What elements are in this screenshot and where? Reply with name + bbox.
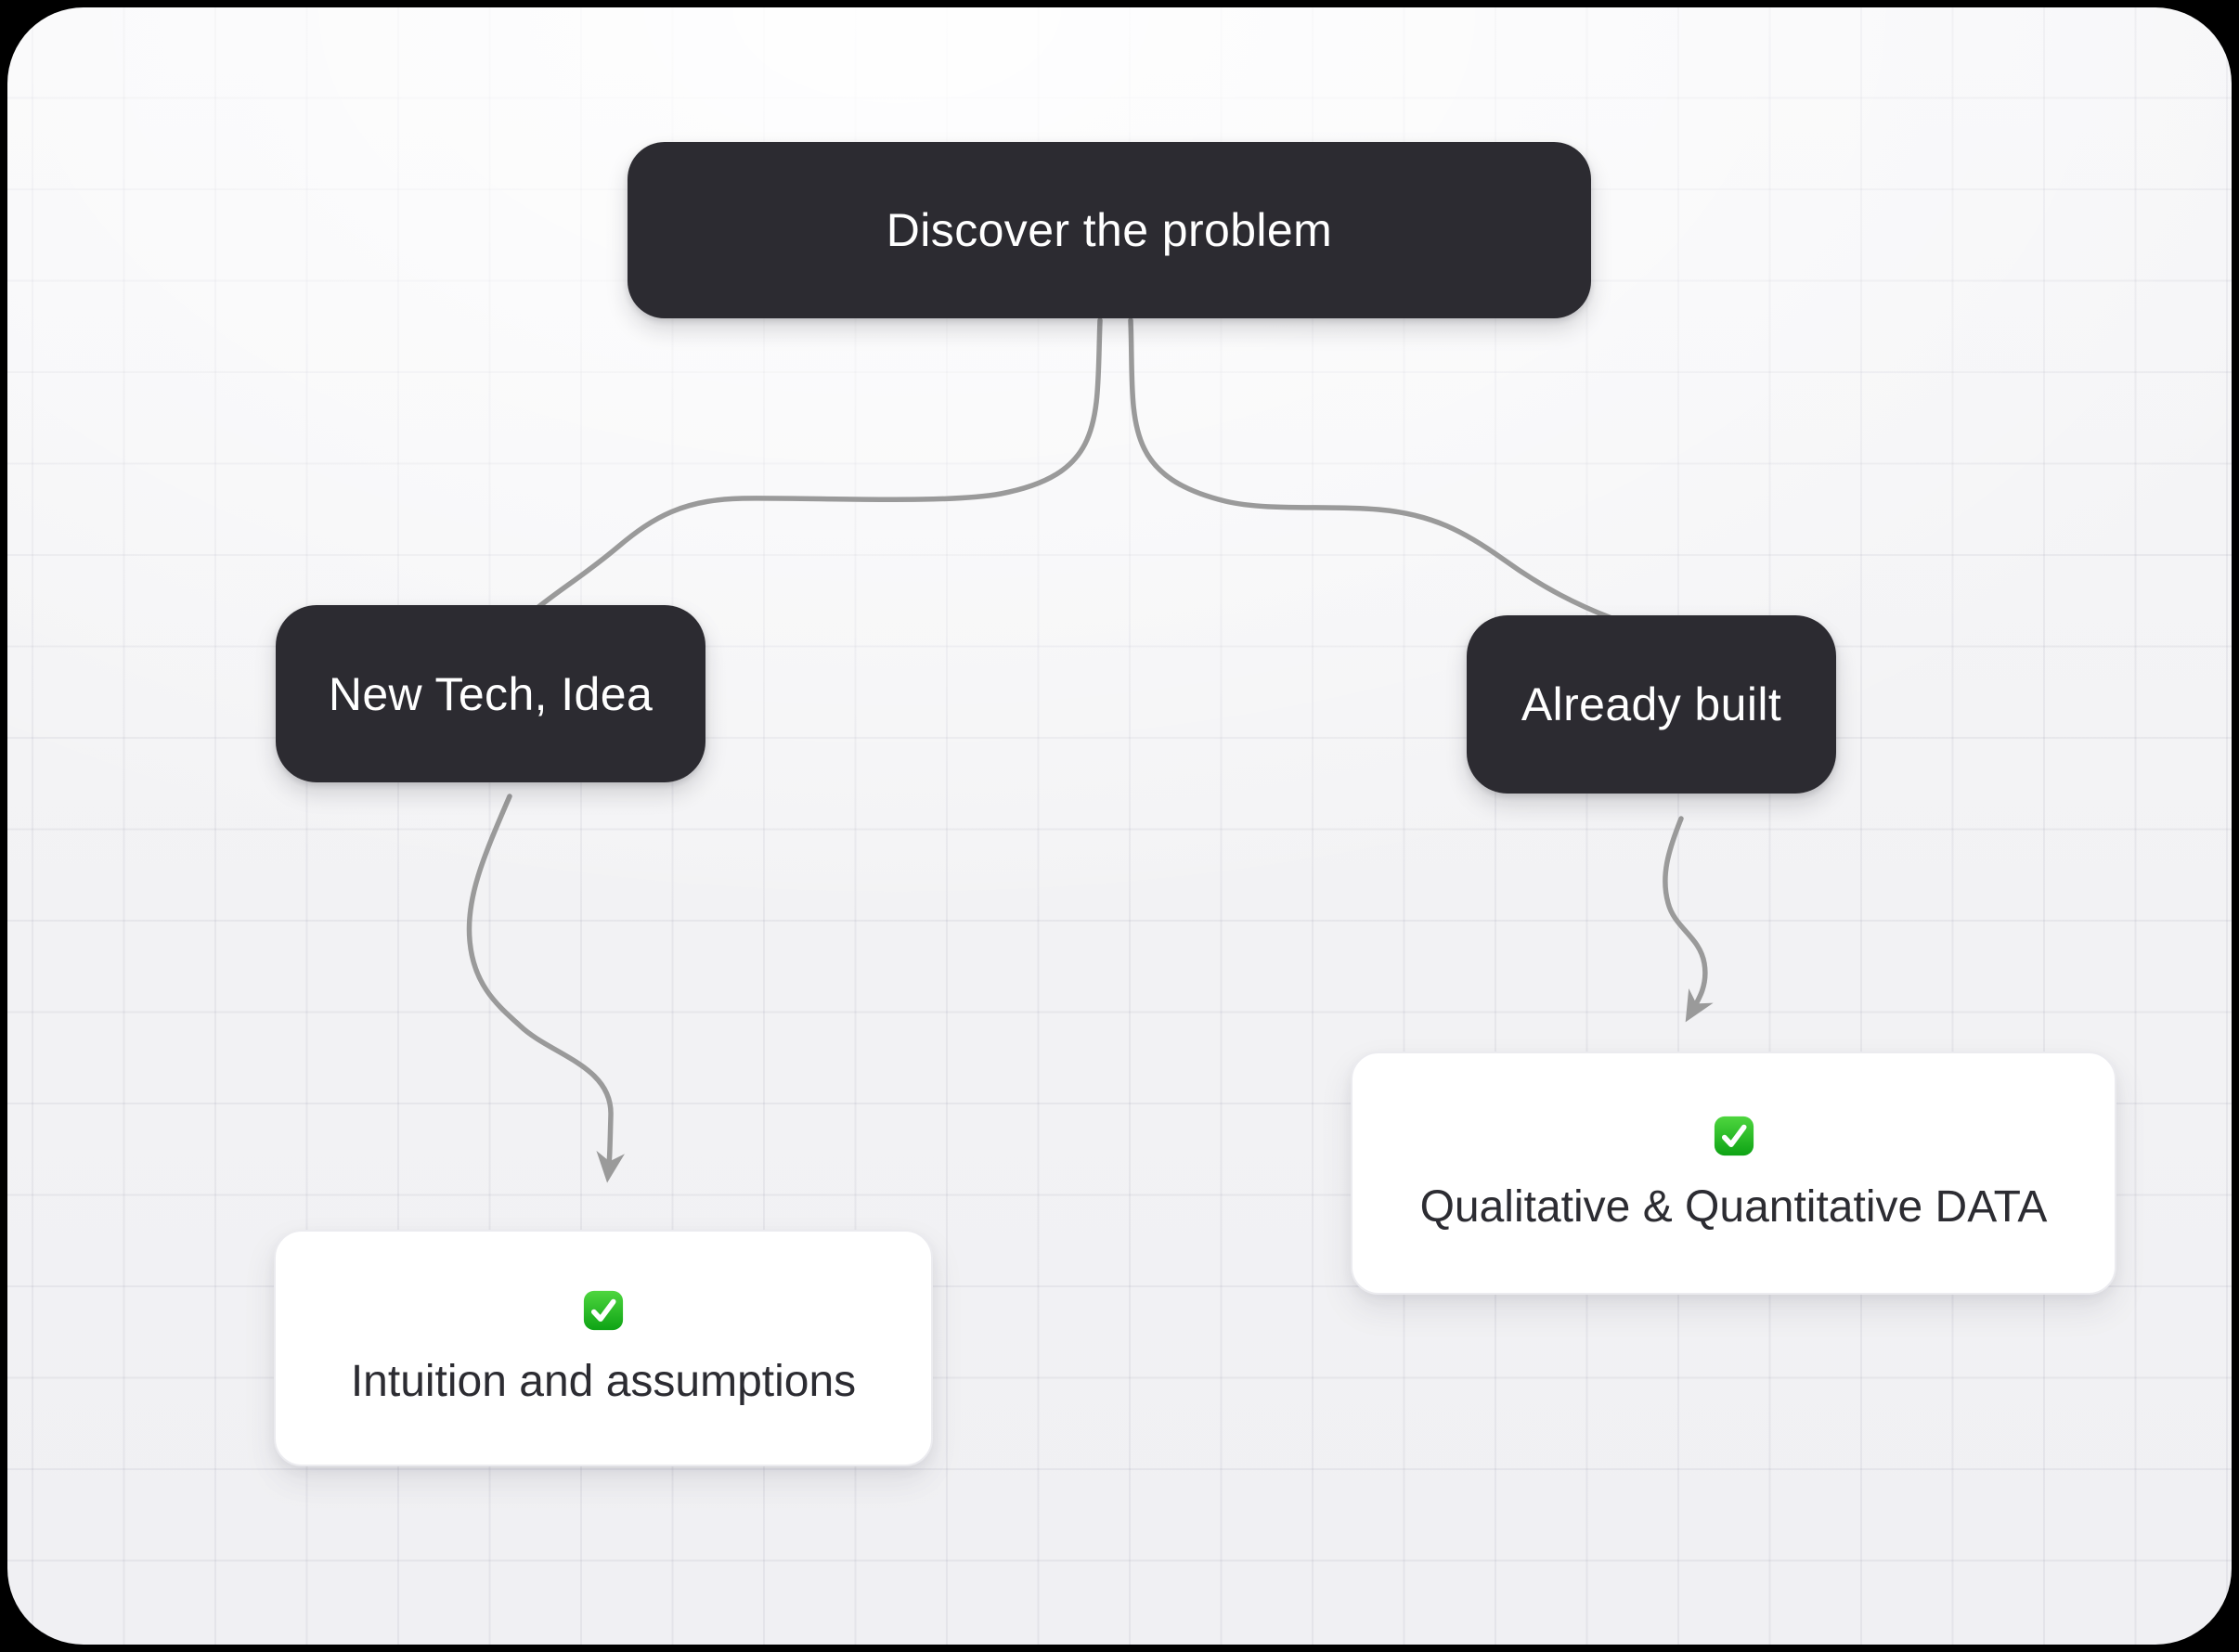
card-qualitative-quantitative-data[interactable]: Qualitative & Quantitative DATA [1351, 1052, 2116, 1295]
connectors-layer [466, 317, 1714, 1183]
connector-discover-to-newtech[interactable] [530, 317, 1103, 614]
check-mark-icon [1714, 1116, 1754, 1155]
check-mark-icon [583, 1290, 624, 1331]
card-intuition-and-assumptions[interactable]: Intuition and assumptions [274, 1230, 933, 1466]
node-discover-the-problem[interactable]: Discover the problem [628, 142, 1591, 318]
node-newtech-label: New Tech, Idea [328, 667, 654, 720]
node-new-tech-idea[interactable]: New Tech, Idea [276, 605, 705, 782]
node-already-label: Already built [1521, 678, 1782, 730]
connector-discover-to-alreadybuilt[interactable] [1128, 317, 1614, 621]
card-intuition-label: Intuition and assumptions [350, 1357, 857, 1406]
whiteboard-canvas[interactable]: Discover the problem New Tech, Idea Alre… [7, 7, 2232, 1645]
diagram-world: Discover the problem New Tech, Idea Alre… [7, 7, 2232, 1645]
node-discover-label: Discover the problem [886, 204, 1333, 256]
connector-alreadybuilt-to-qualquant[interactable] [1663, 816, 1714, 1023]
connector-newtech-to-intuition[interactable] [466, 794, 625, 1183]
node-already-built[interactable]: Already built [1467, 615, 1836, 794]
card-qualquant-label: Qualitative & Quantitative DATA [1419, 1181, 2048, 1232]
